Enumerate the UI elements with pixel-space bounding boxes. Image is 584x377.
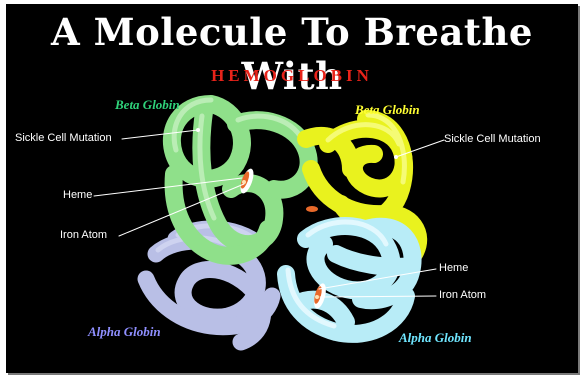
iron-atom-label-left: Iron Atom: [60, 229, 107, 241]
alpha-globin-label-right: Alpha Globin: [399, 330, 472, 346]
alpha-globin-chain-right: [286, 226, 413, 334]
heme-label-left: Heme: [63, 189, 92, 201]
heme-label-right: Heme: [439, 262, 468, 274]
sickle-cell-mutation-label-left: Sickle Cell Mutation: [15, 132, 112, 144]
beta-globin-label-left: Beta Globin: [115, 97, 180, 113]
heme-disc-center: [306, 206, 318, 212]
iron-atom-label-right: Iron Atom: [439, 289, 486, 301]
alpha-globin-label-left: Alpha Globin: [88, 324, 161, 340]
beta-globin-label-right: Beta Globin: [355, 102, 420, 118]
diagram-panel: A Molecule To Breathe With HEMOGLOBIN: [6, 4, 578, 373]
sickle-cell-mutation-label-right: Sickle Cell Mutation: [444, 133, 541, 145]
